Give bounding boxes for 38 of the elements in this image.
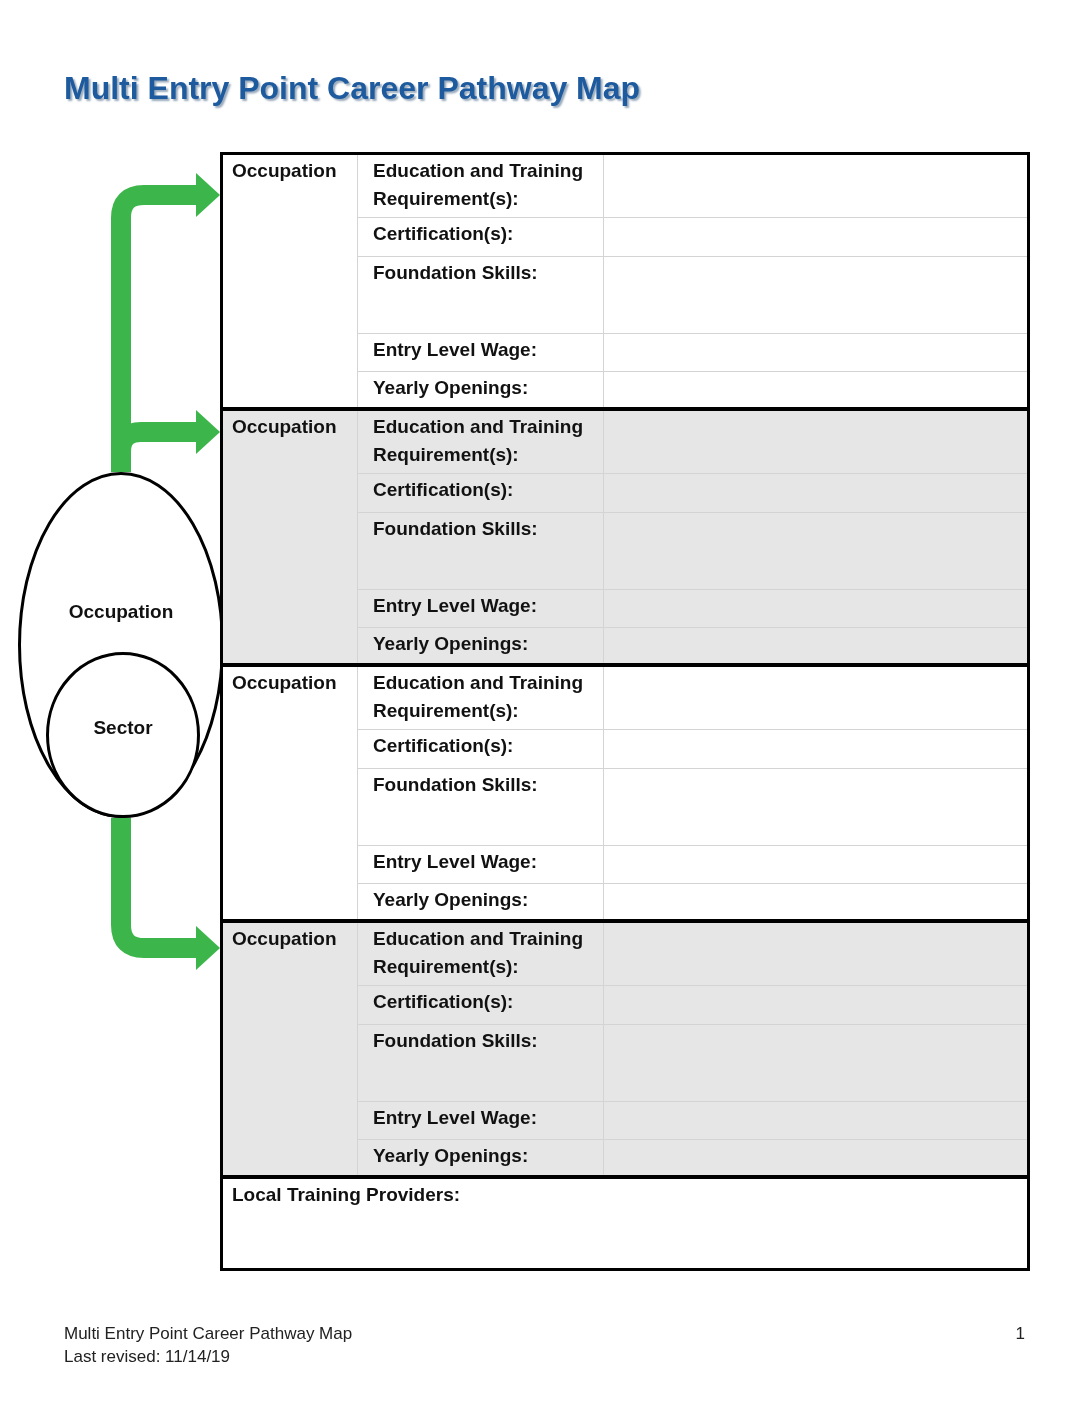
table-row [220, 152, 1030, 410]
field-label: Certification(s): [373, 478, 515, 502]
node-label: Occupation [68, 600, 174, 624]
row-heading: Occupation [232, 415, 337, 439]
field-label: Education and Training Requirement(s): [373, 927, 585, 979]
footer-text: Last revised: 11/14/19 [64, 1347, 230, 1367]
field-label: Foundation Skills: [373, 1029, 539, 1053]
title: Multi Entry Point Career Pathway Map [64, 70, 641, 107]
field-label: Entry Level Wage: [373, 338, 538, 362]
field-label: Education and Training Requirement(s): [373, 159, 585, 211]
row-heading: Occupation [232, 159, 337, 183]
field-label: Education and Training Requirement(s): [373, 415, 585, 467]
field-label: Entry Level Wage: [373, 850, 538, 874]
row-heading: Occupation [232, 927, 337, 951]
field-label: Certification(s): [373, 222, 515, 246]
field-label: Education and Training Requirement(s): [373, 671, 585, 723]
field-label: Foundation Skills: [373, 261, 539, 285]
circle-node [46, 652, 200, 818]
field-label: Yearly Openings: [373, 632, 530, 656]
field-label: Entry Level Wage: [373, 1106, 538, 1130]
field-label: Certification(s): [373, 990, 515, 1014]
page-number: 1 [1015, 1324, 1025, 1344]
field-label: Foundation Skills: [373, 773, 539, 797]
field-label: Entry Level Wage: [373, 594, 538, 618]
table-row [220, 920, 1030, 1178]
table-row [220, 664, 1030, 922]
field-label: Yearly Openings: [373, 1144, 530, 1168]
field-label: Foundation Skills: [373, 517, 539, 541]
field-label: Yearly Openings: [373, 888, 530, 912]
field-label: Yearly Openings: [373, 376, 530, 400]
row-heading: Local Training Providers: [232, 1183, 461, 1207]
field-label: Certification(s): [373, 734, 515, 758]
footer-text: Multi Entry Point Career Pathway Map [64, 1324, 353, 1344]
arrow [111, 818, 220, 970]
row-heading: Occupation [232, 671, 337, 695]
table-row [220, 408, 1030, 666]
node-label: Sector [93, 716, 153, 740]
table-row [220, 1176, 1030, 1271]
